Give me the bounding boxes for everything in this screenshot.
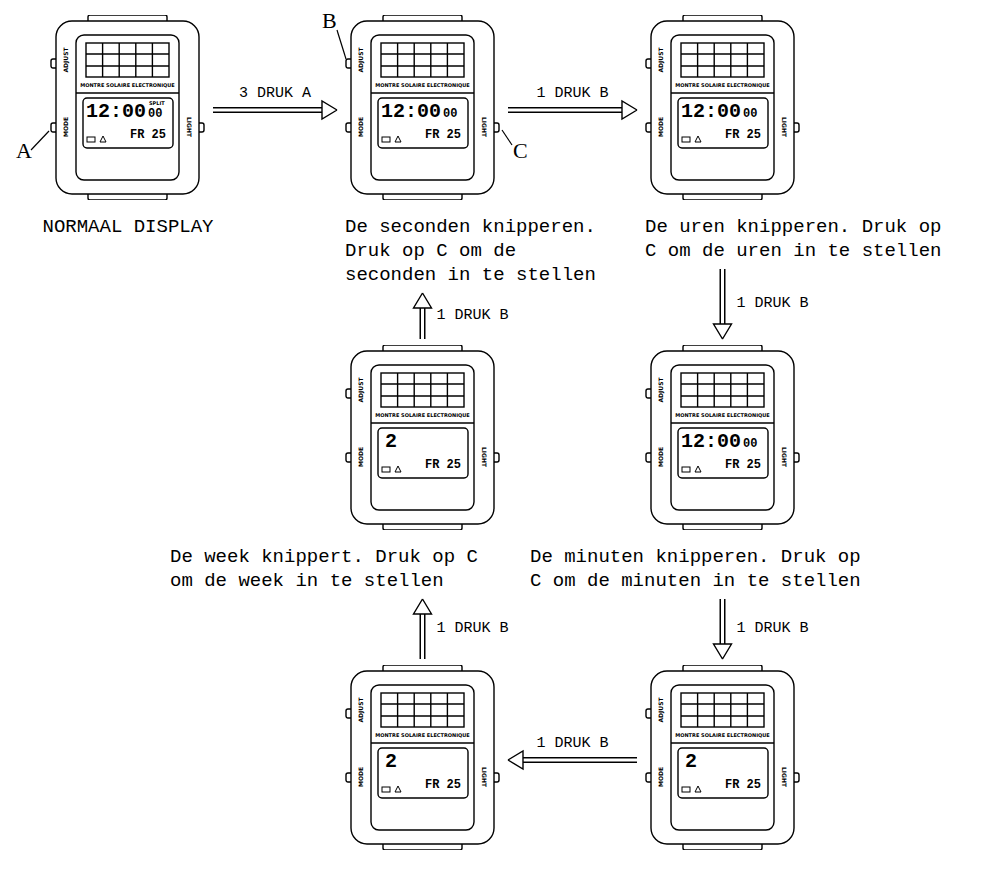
display-week: 2 — [385, 752, 397, 772]
arrow-shaft-inner — [721, 269, 724, 326]
callout-letter: C — [511, 138, 530, 163]
callout-letter: A — [14, 138, 34, 163]
step-caption: De seconden knipperen. Druk op C om de s… — [345, 215, 617, 287]
button-label: MODE — [658, 117, 664, 137]
button-label: LIGHT — [781, 117, 787, 137]
display-seconds: 00 — [148, 108, 162, 120]
edge-label: 1 DRUK B — [534, 85, 610, 102]
brand-text: MONTRE SOLAIRE ELECTRONIQUE — [675, 83, 770, 88]
callout-letter: B — [320, 8, 339, 33]
display-indicator: SPLIT — [149, 101, 165, 106]
display-time: 12:00 — [681, 102, 741, 122]
arrow-shaft-inner — [521, 759, 637, 762]
double-arrow — [714, 599, 732, 659]
button-label: ADJUST — [658, 47, 664, 72]
edge-label: 1 DRUK B — [534, 735, 610, 752]
arrow-head — [622, 101, 637, 119]
edge-label: 1 DRUK B — [435, 620, 511, 637]
button-label: MODE — [658, 447, 664, 467]
arrow-shaft-inner — [508, 109, 624, 112]
button-label: MODE — [358, 117, 364, 137]
display-date: FR 25 — [425, 129, 461, 141]
arrow-head — [508, 751, 523, 769]
arrow-shaft — [508, 107, 624, 113]
edge-label: 1 DRUK B — [735, 295, 811, 312]
edge-label: 1 DRUK B — [435, 307, 511, 324]
button-label: ADJUST — [358, 697, 364, 722]
button-label: MODE — [358, 767, 364, 787]
button-label: LIGHT — [481, 447, 487, 467]
edge-label: 1 DRUK B — [735, 620, 811, 637]
button-label: ADJUST — [358, 377, 364, 402]
watch-node: De week knippert. Druk op C om de week i… — [345, 345, 500, 530]
arrow-shaft-inner — [213, 109, 324, 112]
watch-node: ADJUST MONTRE SOLAIRE ELECTRONIQUE MODE LIG… — [645, 665, 800, 850]
display-week: 2 — [685, 752, 697, 772]
brand-text: MONTRE SOLAIRE ELECTRONIQUE — [80, 83, 175, 88]
arrow-shaft-inner — [721, 599, 724, 646]
arrow-head — [322, 101, 337, 119]
display-seconds: 00 — [743, 438, 757, 450]
step-caption: De minuten knipperen. Druk op C om de mi… — [530, 545, 878, 593]
display-date: FR 25 — [725, 459, 761, 471]
brand-text: MONTRE SOLAIRE ELECTRONIQUE — [675, 733, 770, 738]
display-time: 12:00 — [681, 432, 741, 452]
button-label: ADJUST — [358, 47, 364, 72]
display-seconds: 00 — [443, 108, 457, 120]
double-arrow — [414, 599, 432, 659]
button-label: LIGHT — [481, 117, 487, 137]
button-label: MODE — [658, 767, 664, 787]
arrow-head — [714, 324, 732, 339]
button-label: ADJUST — [63, 47, 69, 72]
watch-node: De uren knipperen. Druk op C om de uren … — [645, 15, 800, 200]
arrow-shaft-inner — [421, 612, 424, 659]
display-date: FR 25 — [130, 129, 166, 141]
step-caption: NORMAAL DISPLAY — [8, 215, 248, 239]
edge-label: 3 DRUK A — [237, 85, 313, 102]
button-label: LIGHT — [781, 767, 787, 787]
display-time: 12:00 — [381, 102, 441, 122]
arrow-shaft-inner — [421, 306, 424, 339]
display-date: FR 25 — [725, 779, 761, 791]
arrow-head — [714, 644, 732, 659]
watch-node: De minuten knipperen. Druk op C om de mi… — [645, 345, 800, 530]
brand-text: MONTRE SOLAIRE ELECTRONIQUE — [375, 733, 470, 738]
leader-lines — [31, 30, 512, 150]
display-week: 2 — [385, 432, 397, 452]
display-date: FR 25 — [725, 129, 761, 141]
double-arrow — [714, 269, 732, 339]
button-label: LIGHT — [186, 117, 192, 137]
button-label: ADJUST — [658, 377, 664, 402]
brand-text: MONTRE SOLAIRE ELECTRONIQUE — [375, 413, 470, 418]
brand-text: MONTRE SOLAIRE ELECTRONIQUE — [675, 413, 770, 418]
button-label: LIGHT — [781, 447, 787, 467]
double-arrow — [414, 293, 432, 339]
display-seconds: 00 — [743, 108, 757, 120]
step-caption: De week knippert. Druk op C om de week i… — [170, 545, 492, 593]
arrow-shaft — [420, 612, 426, 659]
step-caption: De uren knipperen. Druk op C om de uren … — [645, 215, 957, 263]
double-arrow — [213, 101, 337, 119]
brand-text: MONTRE SOLAIRE ELECTRONIQUE — [375, 83, 470, 88]
double-arrow — [508, 751, 637, 769]
display-date: FR 25 — [425, 459, 461, 471]
button-label: LIGHT — [481, 767, 487, 787]
arrow-shaft — [420, 306, 426, 339]
double-arrow — [508, 101, 637, 119]
arrow-shaft — [213, 107, 324, 113]
watch-node: NORMAAL DISPLAYADJUSTMONTRE SOLAIRE ELEC… — [50, 15, 205, 200]
watch-node: De seconden knipperen. Druk op C om de s… — [345, 15, 500, 200]
arrow-shaft — [521, 757, 637, 763]
arrow-shaft — [720, 269, 726, 326]
arrow-head — [414, 599, 432, 614]
display-date: FR 25 — [425, 779, 461, 791]
button-label: MODE — [63, 117, 69, 137]
button-label: ADJUST — [658, 697, 664, 722]
arrow-shaft — [720, 599, 726, 646]
button-label: MODE — [358, 447, 364, 467]
display-time: 12:00 — [86, 102, 146, 122]
watch-node: ADJUST MONTRE SOLAIRE ELECTRONIQUE MODE LIG… — [345, 665, 500, 850]
arrow-head — [414, 293, 432, 308]
